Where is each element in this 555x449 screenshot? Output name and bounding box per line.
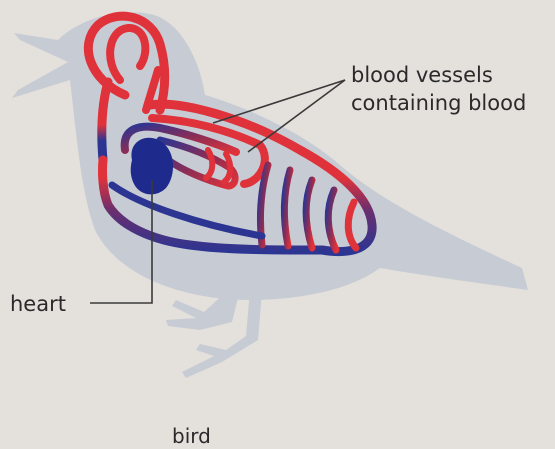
bird-leg-left: [166, 290, 240, 330]
caption-label: bird: [172, 423, 211, 449]
vessels-label-line-2: containing blood: [351, 89, 526, 117]
leader-line-vessels-1: [213, 80, 345, 123]
vessels-label-line-1: blood vessels: [351, 61, 526, 89]
vessels-label: blood vessels containing blood: [351, 61, 526, 117]
heart-label: heart: [10, 291, 66, 317]
